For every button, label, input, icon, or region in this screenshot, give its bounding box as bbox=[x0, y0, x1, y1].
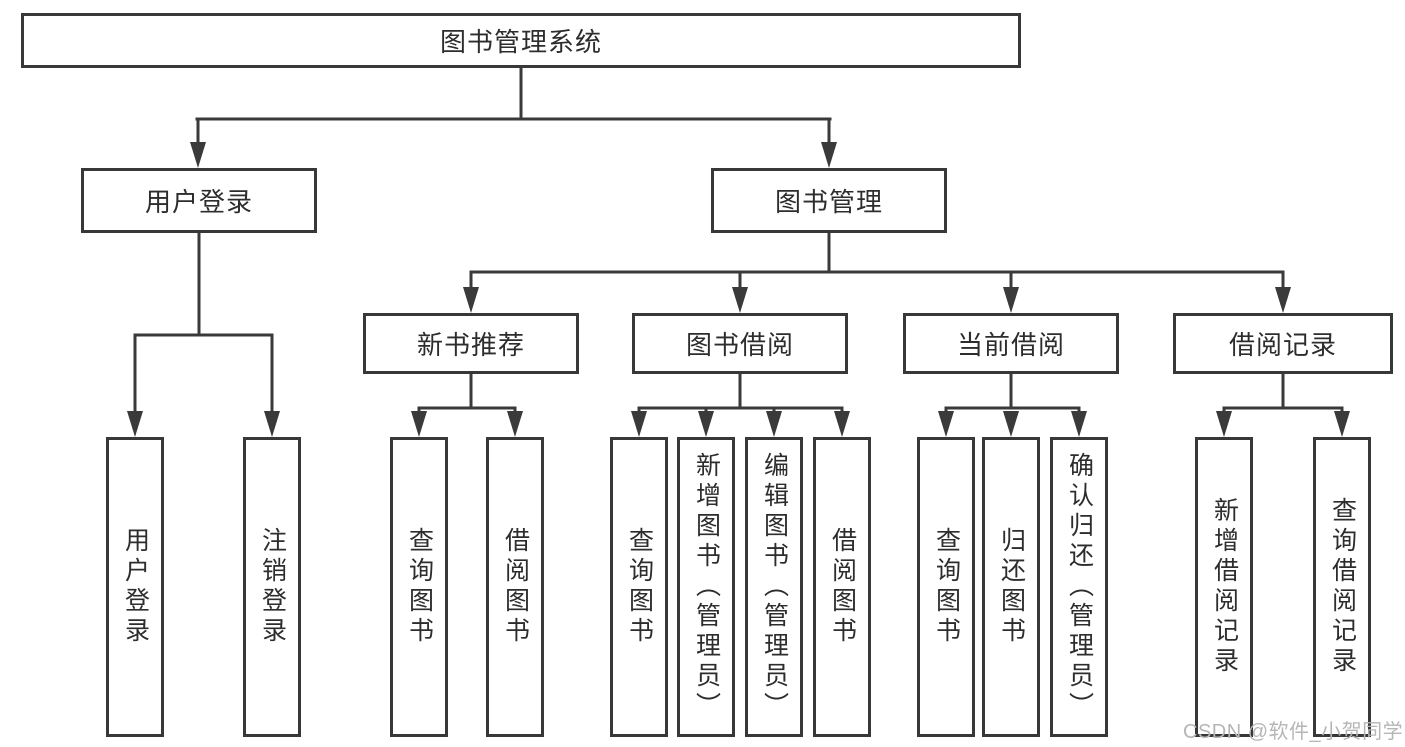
leaf-label: 确认归还（管理员） bbox=[1065, 452, 1094, 722]
node-label: 用户登录 bbox=[144, 187, 253, 217]
leaf-logout: 注销登录 bbox=[243, 437, 301, 737]
leaf-cb-confirm-return-admin: 确认归还（管理员） bbox=[1050, 437, 1108, 737]
node-new-book-recommend: 新书推荐 bbox=[363, 313, 579, 374]
leaf-label: 用户登录 bbox=[121, 527, 150, 647]
connector-current-borrowing-branch bbox=[938, 370, 1087, 437]
node-label: 图书管理 bbox=[774, 187, 883, 217]
node-book-management: 图书管理 bbox=[711, 168, 947, 233]
node-label: 图书管理系统 bbox=[439, 27, 602, 57]
node-label: 新书推荐 bbox=[416, 330, 525, 360]
leaf-label: 查询借阅记录 bbox=[1328, 497, 1357, 677]
leaf-label: 注销登录 bbox=[258, 527, 287, 647]
leaf-label: 查询图书 bbox=[625, 527, 654, 647]
leaf-user-login: 用户登录 bbox=[106, 437, 164, 737]
leaf-bb-add-book-admin: 新增图书（管理员） bbox=[677, 437, 735, 737]
leaf-label: 编辑图书（管理员） bbox=[760, 452, 789, 722]
connector-borrowing-records-branch bbox=[1216, 370, 1350, 437]
node-label: 当前借阅 bbox=[956, 330, 1065, 360]
node-book-borrowing: 图书借阅 bbox=[632, 313, 848, 374]
leaf-label: 借阅图书 bbox=[828, 527, 857, 647]
node-user-login: 用户登录 bbox=[81, 168, 317, 233]
leaf-br-add-record: 新增借阅记录 bbox=[1195, 437, 1253, 737]
leaf-nb-query-book: 查询图书 bbox=[390, 437, 448, 737]
connector-book-management-to-level3 bbox=[463, 231, 1291, 313]
leaf-label: 新增图书（管理员） bbox=[692, 452, 721, 722]
leaf-label: 归还图书 bbox=[997, 527, 1026, 647]
node-label: 借阅记录 bbox=[1228, 330, 1337, 360]
connector-root-to-level2 bbox=[190, 66, 837, 168]
leaf-bb-borrow-book: 借阅图书 bbox=[813, 437, 871, 737]
leaf-br-query-record: 查询借阅记录 bbox=[1313, 437, 1371, 737]
connector-new-book-recommend-branch bbox=[411, 370, 523, 437]
csdn-watermark: CSDN @软件_小贺同学 bbox=[1183, 721, 1404, 743]
leaf-cb-return-book: 归还图书 bbox=[982, 437, 1040, 737]
leaf-label: 查询图书 bbox=[405, 527, 434, 647]
connector-user-login-branch bbox=[127, 231, 280, 437]
leaf-nb-borrow-book: 借阅图书 bbox=[486, 437, 544, 737]
node-label: 图书借阅 bbox=[685, 330, 794, 360]
leaf-label: 借阅图书 bbox=[501, 527, 530, 647]
node-library-management-system: 图书管理系统 bbox=[21, 13, 1021, 68]
leaf-bb-edit-book-admin: 编辑图书（管理员） bbox=[745, 437, 803, 737]
node-borrowing-records: 借阅记录 bbox=[1173, 313, 1393, 374]
leaf-label: 查询图书 bbox=[932, 527, 961, 647]
leaf-cb-query-book: 查询图书 bbox=[917, 437, 975, 737]
leaf-label: 新增借阅记录 bbox=[1210, 497, 1239, 677]
leaf-bb-query-book: 查询图书 bbox=[610, 437, 668, 737]
node-current-borrowing: 当前借阅 bbox=[903, 313, 1119, 374]
connector-book-borrowing-branch bbox=[631, 370, 850, 437]
